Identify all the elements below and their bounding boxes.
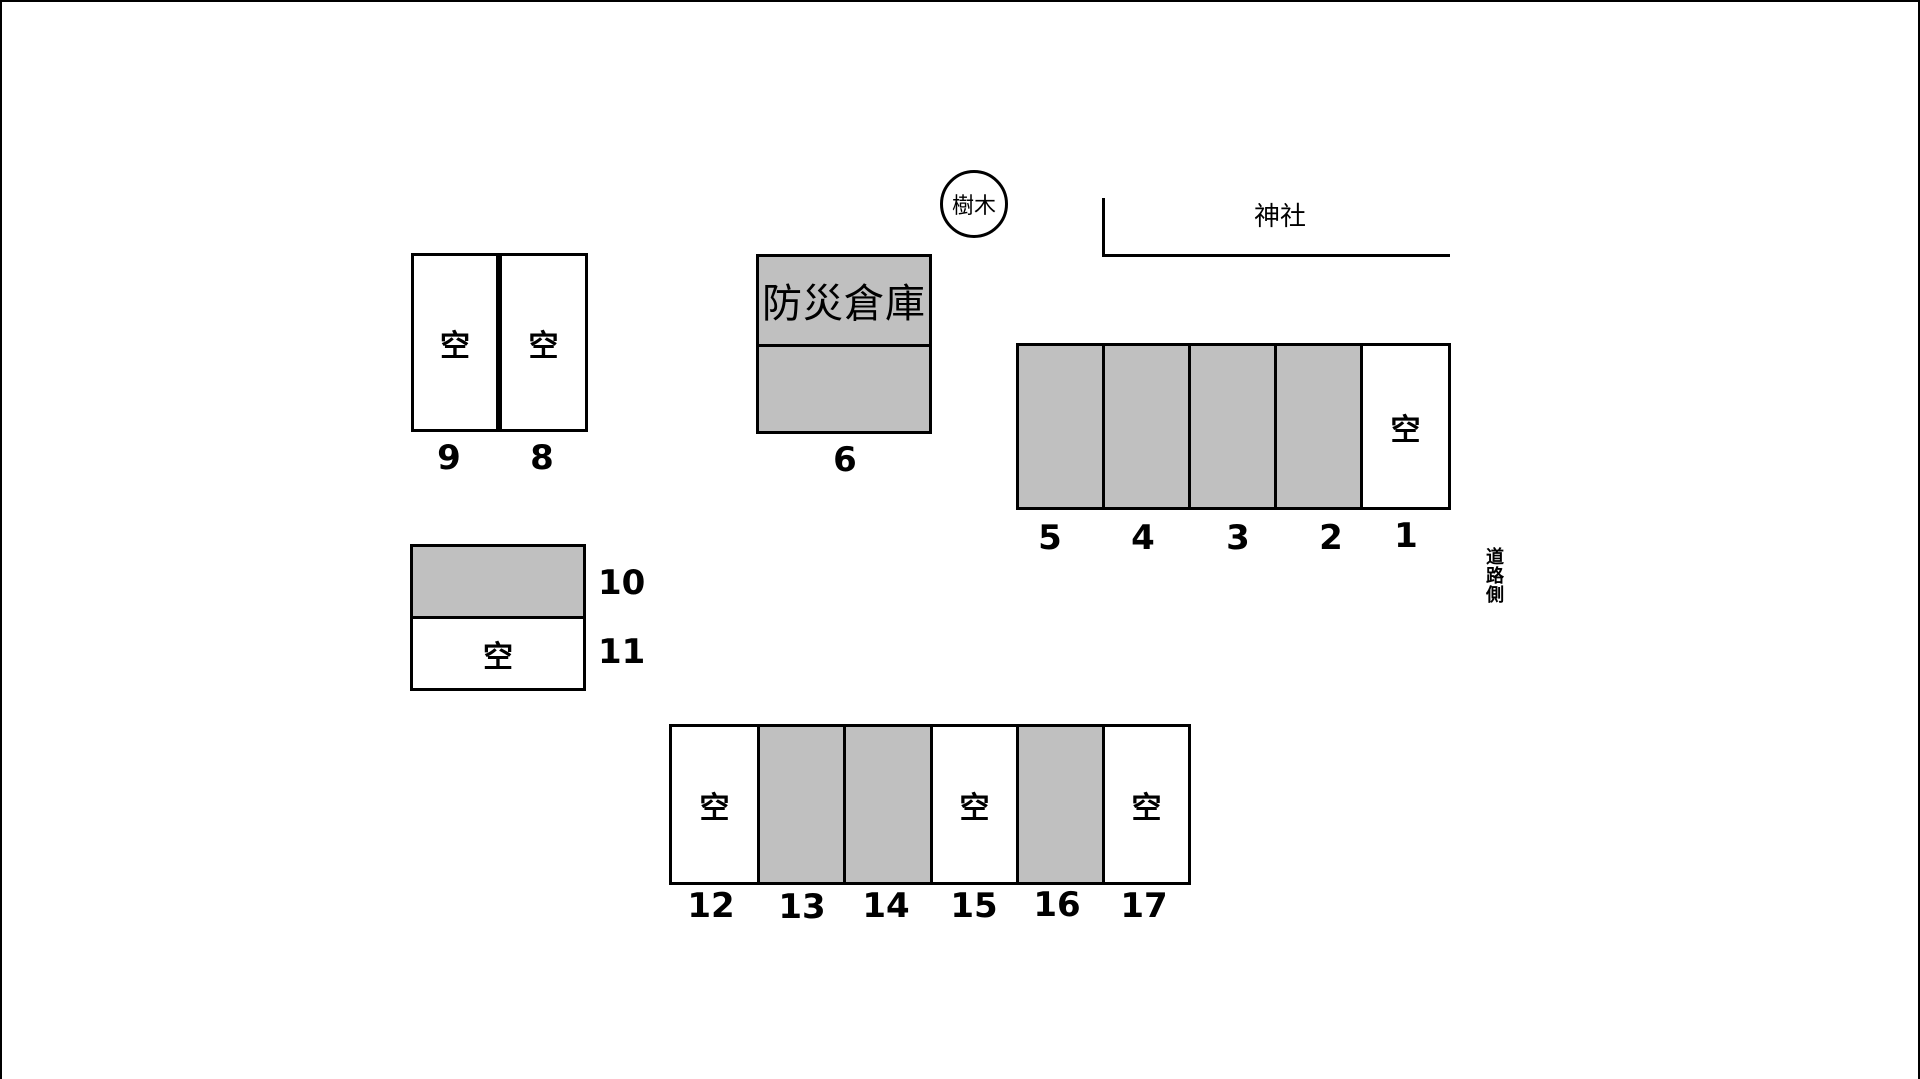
space-number-3: 3	[1226, 518, 1250, 558]
space-number-5: 5	[1038, 518, 1062, 558]
vacant-label: 空	[699, 790, 730, 826]
road-side-label: 道 路 側	[1480, 548, 1510, 605]
road-side-char-2: 路	[1486, 566, 1504, 587]
vacant-label: 空	[1131, 790, 1162, 826]
storehouse-label: 防災倉庫	[762, 281, 926, 327]
vacant-label: 空	[959, 790, 990, 826]
space-number-15: 15	[950, 886, 998, 926]
vacant-label: 空	[528, 328, 559, 364]
space-number-13: 13	[778, 887, 826, 927]
parking-space-17[interactable]: 空	[1102, 724, 1191, 885]
space-number-14: 14	[862, 886, 910, 926]
space-number-12: 12	[687, 886, 735, 926]
shrine-boundary-horizontal	[1102, 254, 1450, 257]
space-number-4: 4	[1131, 518, 1155, 558]
parking-space-9[interactable]: 空	[411, 253, 499, 432]
parking-space-11[interactable]: 空	[410, 616, 586, 691]
space-number-16: 16	[1033, 885, 1081, 925]
shrine-boundary-vertical	[1102, 198, 1105, 257]
space-number-2: 2	[1319, 518, 1343, 558]
space-number-8: 8	[530, 438, 554, 478]
parking-space-2[interactable]	[1274, 343, 1363, 510]
parking-space-14[interactable]	[843, 724, 933, 885]
road-side-char-3: 側	[1486, 585, 1504, 606]
parking-space-4[interactable]	[1102, 343, 1191, 510]
space-number-11: 11	[598, 632, 646, 672]
tree-label: 樹木	[951, 194, 996, 219]
vacant-label: 空	[440, 328, 470, 364]
road-side-char-1: 道	[1486, 547, 1504, 568]
parking-space-12[interactable]: 空	[669, 724, 760, 885]
storehouse-number: 6	[833, 440, 857, 480]
space-number-9: 9	[437, 438, 461, 478]
vacant-label: 空	[483, 639, 513, 675]
parking-space-13[interactable]	[757, 724, 846, 885]
shrine-label: 神社	[1253, 202, 1306, 232]
parking-space-8[interactable]: 空	[496, 253, 588, 432]
parking-space-3[interactable]	[1188, 343, 1277, 510]
vacant-label: 空	[1390, 412, 1421, 448]
parking-space-16[interactable]	[1016, 724, 1105, 885]
parking-space-15[interactable]: 空	[930, 724, 1019, 885]
space-number-1: 1	[1394, 516, 1418, 556]
parking-space-1[interactable]: 空	[1360, 343, 1451, 510]
space-number-17: 17	[1120, 886, 1168, 926]
tree-marker: 樹木	[940, 170, 1008, 238]
parking-space-5[interactable]	[1016, 343, 1105, 510]
storehouse-divider	[759, 344, 929, 347]
disaster-storehouse: 防災倉庫	[756, 254, 932, 434]
space-number-10: 10	[598, 563, 646, 603]
parking-space-10[interactable]	[410, 544, 586, 619]
